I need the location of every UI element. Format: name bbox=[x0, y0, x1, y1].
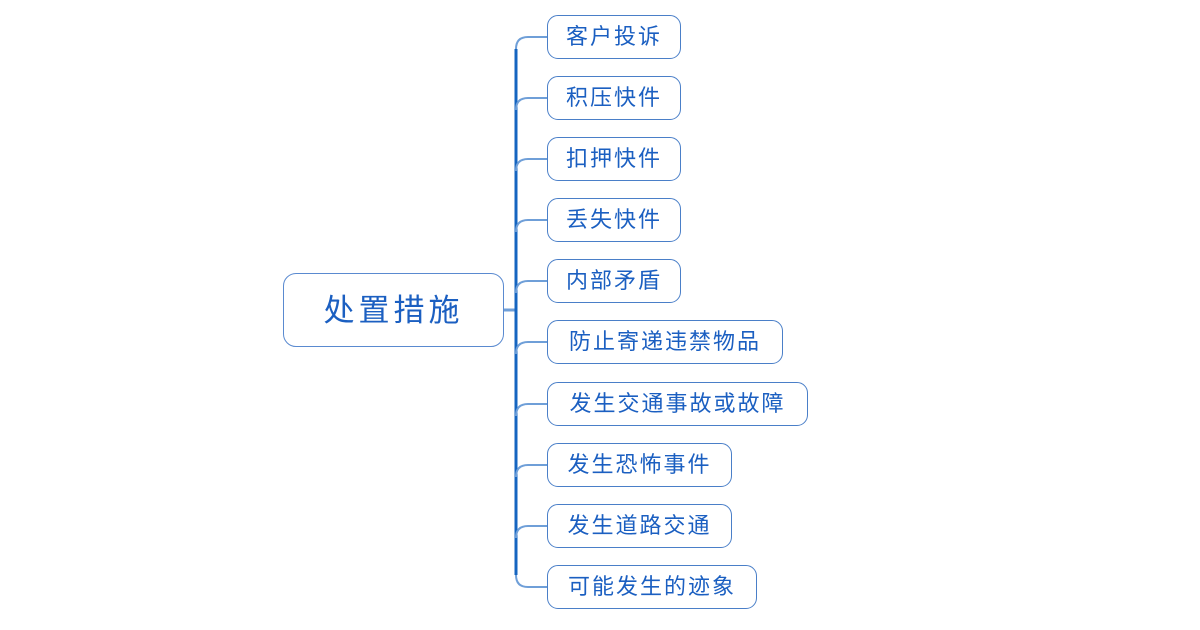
child-node-label: 客户投诉 bbox=[565, 24, 662, 49]
branch-connector bbox=[515, 403, 547, 417]
child-node-label: 发生恐怖事件 bbox=[567, 452, 712, 477]
child-node[interactable]: 积压快件 bbox=[547, 76, 681, 120]
child-node-label: 扣押快件 bbox=[565, 146, 662, 171]
child-node-label: 积压快件 bbox=[565, 85, 662, 110]
child-node[interactable]: 客户投诉 bbox=[547, 15, 681, 59]
root-node[interactable]: 处置措施 bbox=[283, 273, 504, 347]
branch-connector bbox=[515, 574, 547, 588]
child-node[interactable]: 防止寄递违禁物品 bbox=[547, 320, 783, 364]
branch-connector bbox=[515, 341, 547, 355]
child-node[interactable]: 内部矛盾 bbox=[547, 259, 681, 303]
branch-connector bbox=[515, 280, 547, 294]
child-node-label: 可能发生的迹象 bbox=[567, 574, 736, 599]
branch-connector bbox=[515, 36, 547, 50]
branch-connector bbox=[515, 219, 547, 233]
child-node-label: 发生交通事故或故障 bbox=[569, 391, 786, 416]
child-node-label: 防止寄递违禁物品 bbox=[568, 329, 761, 354]
child-node-label: 丢失快件 bbox=[565, 207, 662, 232]
child-node-label: 内部矛盾 bbox=[565, 268, 662, 293]
branch-connector bbox=[515, 464, 547, 478]
child-node[interactable]: 扣押快件 bbox=[547, 137, 681, 181]
child-node[interactable]: 发生恐怖事件 bbox=[547, 443, 732, 487]
branch-connector bbox=[515, 525, 547, 539]
branch-connector bbox=[515, 97, 547, 111]
branch-connector bbox=[515, 158, 547, 172]
child-node[interactable]: 丢失快件 bbox=[547, 198, 681, 242]
child-node[interactable]: 发生道路交通 bbox=[547, 504, 732, 548]
child-node-label: 发生道路交通 bbox=[567, 513, 712, 538]
child-node[interactable]: 可能发生的迹象 bbox=[547, 565, 757, 609]
child-node[interactable]: 发生交通事故或故障 bbox=[547, 382, 808, 426]
root-node-label: 处置措施 bbox=[323, 292, 464, 328]
